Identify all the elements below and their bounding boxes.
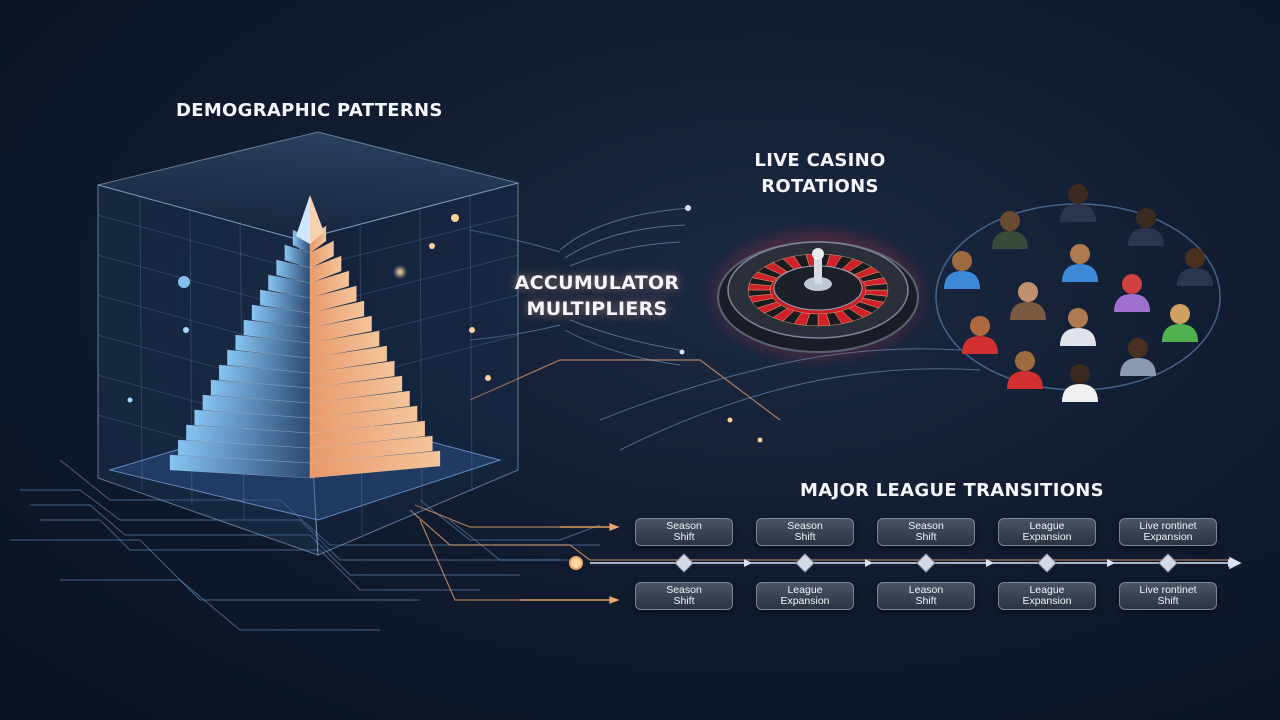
dealer-avatar-icon <box>1060 184 1096 222</box>
pyramid-step-right <box>309 390 410 419</box>
timeline-chip-bottom: League Expansion <box>756 582 854 610</box>
pyramid-step-right <box>309 270 350 299</box>
accumulator-multipliers-title: ACCUMULATOR MULTIPLIERS <box>514 272 680 320</box>
pyramid-step-right <box>309 420 426 449</box>
timeline-chip-top: Live rontinet Expansion <box>1119 518 1217 546</box>
pyramid-step-right <box>309 345 388 374</box>
pyramid-step-right <box>309 255 342 284</box>
pyramid-chart-icon <box>169 195 441 479</box>
timeline-chip-bottom: Season Shift <box>635 582 733 610</box>
timeline-chip-top: Season Shift <box>635 518 733 546</box>
timeline-node-icon <box>916 553 936 573</box>
pyramid-apex <box>296 195 310 244</box>
live-casino-title: LIVE CASINO ROTATIONS <box>754 150 886 197</box>
dealer-avatar-icon <box>1162 304 1198 342</box>
pyramid-step-right <box>309 435 433 464</box>
pyramid-step-right <box>309 315 372 344</box>
roulette-wheel-icon <box>703 223 933 367</box>
circuit-traces <box>10 459 601 631</box>
timeline-chip-top: Season Shift <box>756 518 854 546</box>
small-arrows <box>520 523 620 604</box>
timeline-node-icon <box>1158 553 1178 573</box>
roulette-slot <box>865 283 889 291</box>
pyramid-apex <box>310 195 324 244</box>
pyramid-step-right <box>309 450 441 479</box>
pyramid-step-right <box>309 330 380 359</box>
timeline-node-icon <box>795 553 815 573</box>
dealer-avatar-icon <box>1128 208 1164 246</box>
dealer-avatar-icon <box>1120 338 1156 376</box>
timeline-arrowhead <box>1228 559 1236 567</box>
dealer-avatar-icon <box>1114 274 1150 312</box>
timeline-arrowhead <box>865 559 873 567</box>
dealer-avatar-icon <box>1062 364 1098 402</box>
timeline-node-icon <box>674 553 694 573</box>
dealer-avatar-icon <box>1060 308 1096 346</box>
pyramid-step-right <box>309 240 334 269</box>
dealer-avatar-icon <box>1062 244 1098 282</box>
major-league-transitions-title: MAJOR LEAGUE TRANSITIONS <box>800 480 1104 501</box>
timeline-node-icon <box>1037 553 1057 573</box>
timeline-chip-top: Season Shift <box>877 518 975 546</box>
casino-orbit <box>935 203 1221 391</box>
timeline-arrowhead <box>986 559 994 567</box>
dealer-avatar-icon <box>1177 248 1213 286</box>
pyramid-step-right <box>309 285 357 314</box>
dealer-avatar-icon <box>962 316 998 354</box>
dealer-avatar-icon <box>944 251 980 289</box>
pyramid-step-right <box>309 375 403 404</box>
timeline-chip-bottom: Live rontinet Shift <box>1119 582 1217 610</box>
dealer-avatar-icon <box>1010 282 1046 320</box>
pyramid-step-right <box>309 360 395 389</box>
pyramid-step-right <box>309 300 365 329</box>
timeline-chip-bottom: League Expansion <box>998 582 1096 610</box>
timeline-chip-top: League Expansion <box>998 518 1096 546</box>
timeline-chip-bottom: Leason Shift <box>877 582 975 610</box>
pyramid-step-right <box>309 405 418 434</box>
timeline-arrowhead <box>744 559 752 567</box>
timeline-arrowhead <box>1107 559 1115 567</box>
dealer-avatar-icon <box>992 211 1028 249</box>
demographic-patterns-title: DEMOGRAPHIC PATTERNS <box>176 100 443 121</box>
dealer-avatar-icon <box>1007 351 1043 389</box>
particle-dots <box>127 205 763 570</box>
